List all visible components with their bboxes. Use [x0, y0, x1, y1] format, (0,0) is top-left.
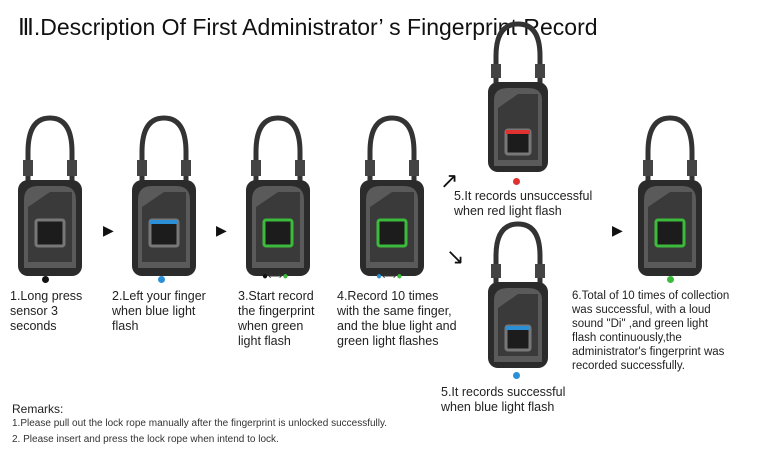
status-dot-blue — [513, 372, 520, 379]
status-dot-blue — [158, 276, 165, 283]
remark-item-2: 2. Please insert and press the lock rope… — [12, 434, 279, 445]
padlock-illustration-6 — [638, 115, 702, 276]
arrow-right-icon: ▶ — [103, 222, 114, 238]
status-dots-blue-green: ●⟷● — [376, 271, 403, 282]
step-5-unsuccessful-text: 5.It records unsuccessful when red light… — [454, 189, 593, 218]
step-5-successful-text: 5.It records successful when blue light … — [441, 385, 566, 414]
status-dots-black-green: ●⟷● — [262, 271, 289, 282]
sensor-light-red — [506, 130, 530, 134]
padlock-illustration-4 — [360, 115, 424, 276]
remark-item-1: 1.Please pull out the lock rope manually… — [12, 418, 388, 429]
status-dot-black — [42, 276, 49, 283]
step-3-text: 3.Start record the fingerprint when gree… — [238, 289, 315, 348]
step-2-text: 2.Left your finger when blue light flash — [112, 289, 206, 333]
arrow-right-icon: ▶ — [216, 222, 227, 238]
sensor-light-blue — [506, 326, 530, 330]
step-6-text: 6.Total of 10 times of collection was su… — [572, 290, 730, 372]
padlock-illustration-5b — [488, 221, 548, 368]
arrow-right-icon: ▶ — [612, 222, 623, 238]
remarks-title: Remarks: — [12, 402, 64, 416]
status-dot-red — [513, 178, 520, 185]
arrow-up-right-icon: ↗ — [440, 168, 459, 193]
padlock-illustration-3 — [246, 115, 310, 276]
padlock-illustration-5a — [488, 21, 548, 172]
sensor-light-blue — [150, 220, 178, 224]
step-1-text: 1.Long press sensor 3 seconds — [10, 289, 83, 333]
fingerprint-sensor — [34, 218, 66, 248]
status-dot-green — [667, 276, 674, 283]
padlock-illustration-1 — [18, 115, 82, 276]
step-4-text: 4.Record 10 times with the same finger, … — [337, 289, 457, 348]
padlock-illustration-2 — [132, 115, 196, 276]
arrow-down-right-icon: ↘ — [446, 244, 465, 269]
